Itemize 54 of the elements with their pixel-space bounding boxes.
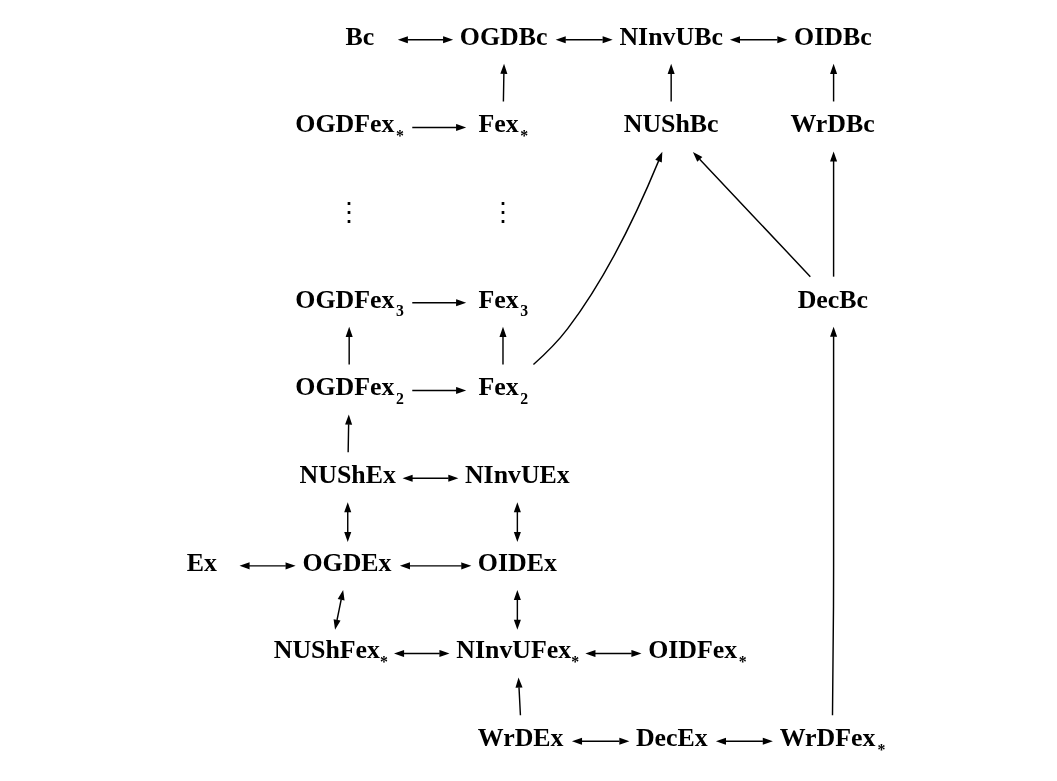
arrow	[399, 562, 472, 570]
node-text: NUShFex$_{*}$	[273, 635, 388, 670]
arrow	[585, 650, 642, 658]
node-text: NInvUBc	[619, 21, 723, 51]
label: ⋮	[490, 198, 517, 228]
arrow	[411, 299, 467, 307]
arrow	[532, 151, 663, 366]
arrow	[345, 414, 353, 453]
arrow	[402, 474, 459, 482]
arrow	[499, 326, 507, 366]
arrow	[513, 502, 521, 543]
arrow	[239, 562, 296, 570]
arrow	[555, 36, 613, 44]
arrow	[345, 326, 353, 366]
arrow	[411, 386, 467, 395]
node-text: Bc	[345, 21, 375, 51]
node-text: NInvUFex$_{*}$	[456, 635, 580, 670]
arrow	[411, 123, 467, 131]
arrow	[692, 151, 812, 278]
node-text: OGDFex$_{3}$	[295, 284, 404, 320]
arrow	[729, 36, 788, 44]
arrow	[667, 63, 675, 103]
arrow	[513, 589, 521, 630]
arrow	[394, 650, 450, 658]
arrow	[830, 63, 838, 103]
node-text: OGDFex$_{2}$	[295, 372, 404, 407]
node-text: DecEx	[635, 723, 708, 753]
node-text: WrDBc	[790, 109, 875, 139]
node-text: OGDEx	[302, 547, 392, 577]
arrow	[515, 677, 523, 716]
label: ⋮	[336, 198, 363, 228]
node-text: Ex	[186, 547, 217, 577]
node-text: WrDEx	[477, 723, 564, 753]
arrow	[344, 502, 352, 543]
arrow	[500, 63, 508, 103]
node-text: OIDEx	[477, 547, 557, 577]
node-text: NUShBc	[623, 109, 719, 139]
node-text: OGDFex$_{*}$	[295, 109, 404, 144]
node-text: OGDBc	[459, 21, 548, 51]
arrow	[715, 737, 773, 745]
node-text: NInvUEx	[464, 460, 570, 490]
arrow	[333, 589, 345, 630]
node-text: OIDFex$_{*}$	[648, 635, 747, 670]
arrow	[830, 151, 838, 278]
arrow	[397, 36, 454, 44]
arrow	[830, 326, 838, 716]
node-text: Fex$_{2}$	[478, 372, 529, 407]
arrow	[571, 737, 630, 745]
node-text: Fex$_{*}$	[478, 109, 529, 144]
node-text: WrDFex$_{*}$	[779, 723, 886, 758]
node-text: DecBc	[797, 284, 869, 314]
node-text: OIDBc	[794, 21, 872, 51]
node-text: NUShEx	[299, 460, 396, 490]
node-text: Fex$_{3}$	[478, 284, 529, 320]
